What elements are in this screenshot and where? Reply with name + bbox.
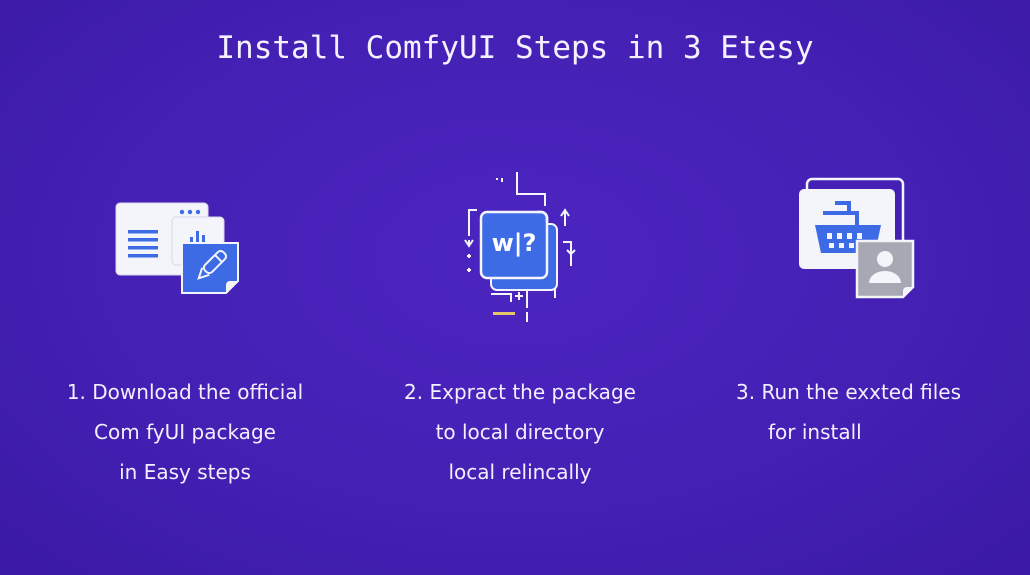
step-2-line-1: 2. Expract the package	[404, 380, 636, 404]
step-3-description: 3. Run the exxted files for install	[700, 372, 980, 452]
step-1-line-1: 1. Download the official	[66, 380, 304, 404]
package-label: w|?	[491, 229, 537, 257]
document-pen-icon	[110, 195, 250, 305]
step-2-line-2: to local directory	[435, 420, 605, 444]
basket-user-icon	[795, 175, 925, 305]
step-2-line-3: local relincally	[448, 460, 592, 484]
page-title: Install ComfyUI Steps in 3 Etesy	[216, 30, 814, 66]
step-1-line-2: Com fyUI package	[94, 420, 276, 444]
step-1-line-3: in Easy steps	[119, 460, 251, 484]
step-3-line-2: for install	[768, 420, 862, 444]
package-extract-icon: w|?	[455, 168, 585, 328]
step-2-description: 2. Expract the package to local director…	[370, 372, 670, 492]
step-1-description: 1. Download the official Com fyUI packag…	[40, 372, 330, 492]
step-3-line-1: 3. Run the exxted files	[736, 380, 962, 404]
